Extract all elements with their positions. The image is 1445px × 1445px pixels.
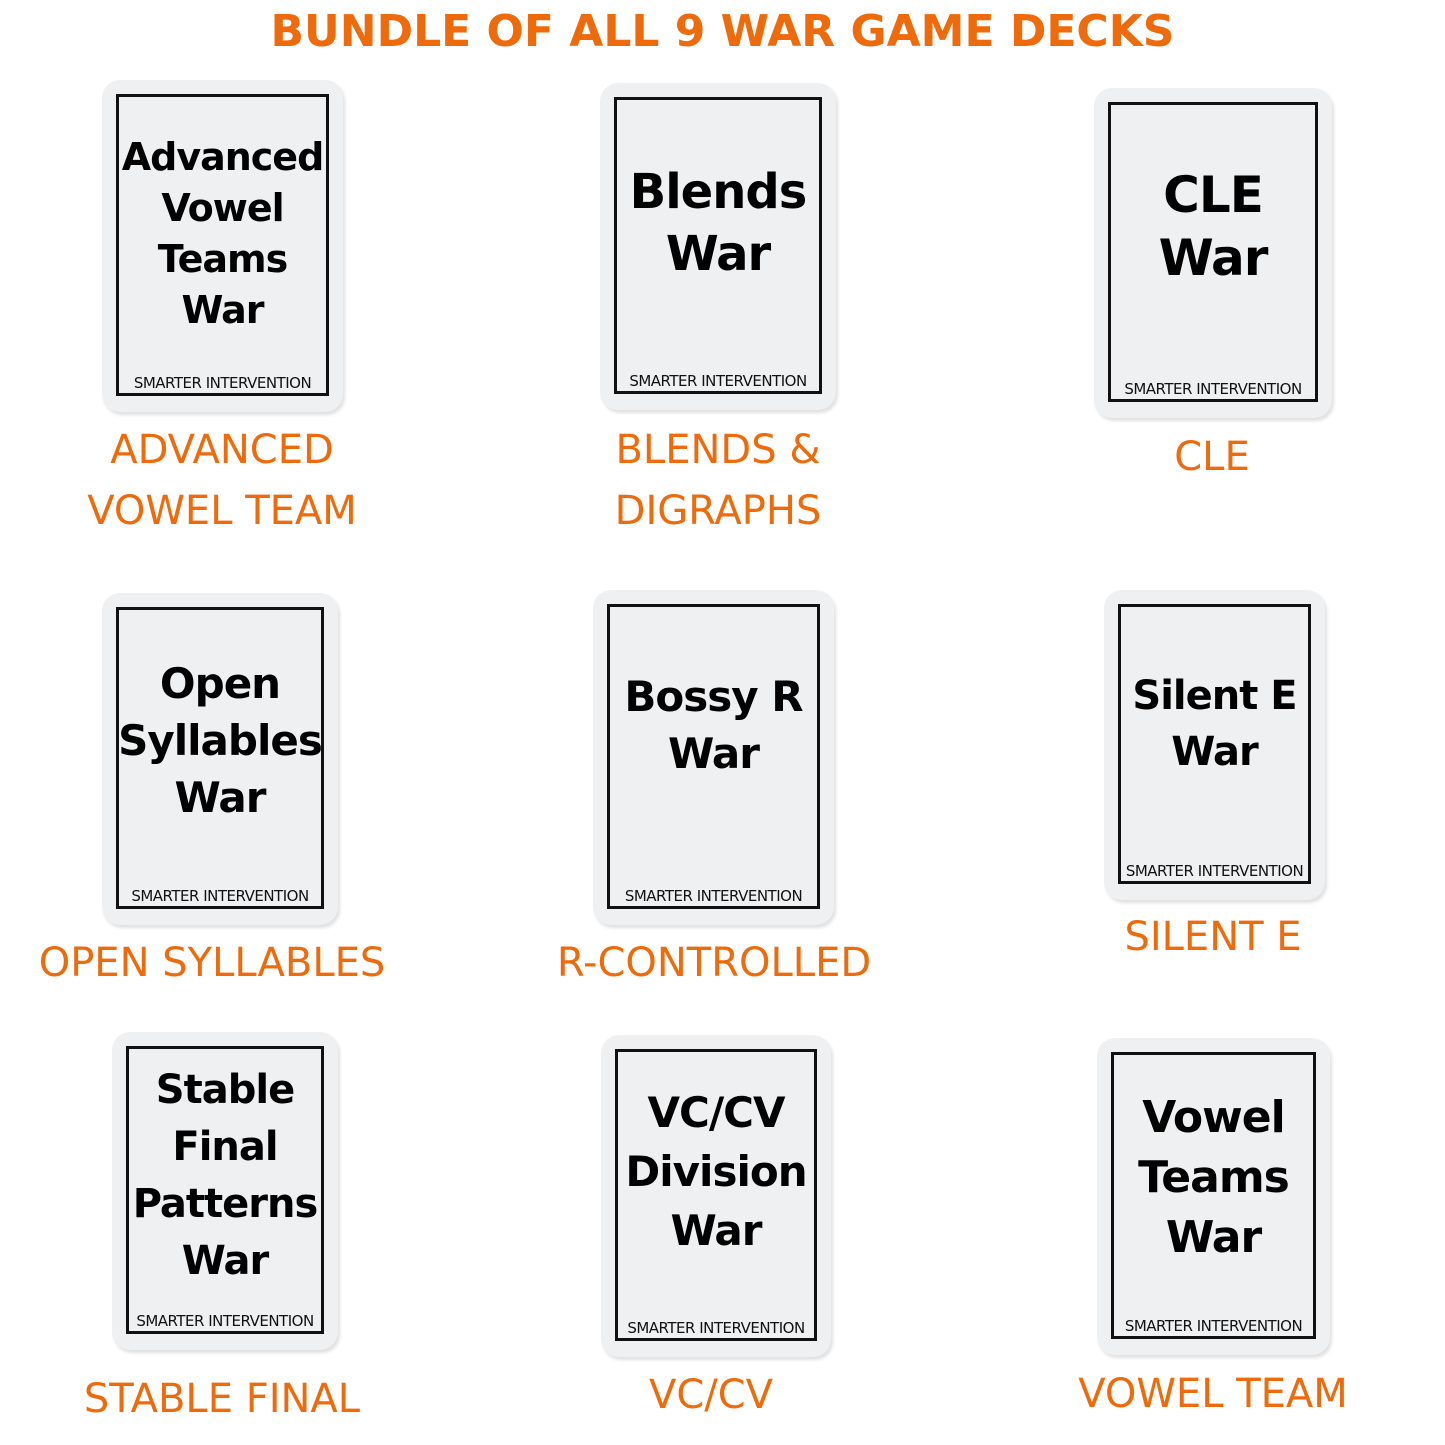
- card-title-line: War: [670, 1206, 763, 1255]
- card-title-line: VC/CV: [647, 1088, 786, 1137]
- deck-label-line: R-CONTROLLED: [556, 940, 872, 986]
- card-title-line: Bossy R: [624, 672, 803, 721]
- card-title: Bossy R War: [593, 668, 834, 782]
- card-title-line: Stable: [155, 1067, 295, 1113]
- card-border: [1111, 1052, 1316, 1339]
- card-brand: SMARTER INTERVENTION: [1125, 862, 1304, 880]
- card-border: [116, 94, 329, 396]
- card-title-line: Advanced: [121, 135, 325, 179]
- card-title-line: War: [181, 288, 265, 332]
- deck-label-line: BLENDS &: [615, 427, 821, 473]
- deck-label-line: SILENT E: [1124, 914, 1302, 960]
- card-brand: SMARTER INTERVENTION: [1124, 1317, 1303, 1335]
- card-title-line: Syllables: [118, 716, 323, 765]
- deck-label: ADVANCED VOWEL TEAM: [0, 420, 452, 542]
- card-brand: SMARTER INTERVENTION: [131, 887, 309, 905]
- card-title-line: Vowel: [161, 186, 284, 230]
- card-title-line: Teams: [1138, 1152, 1290, 1203]
- deck-label-line: OPEN SYLLABLES: [38, 940, 386, 986]
- deck-label-line: STABLE FINAL: [83, 1376, 361, 1422]
- deck-label-line: ADVANCED: [110, 427, 334, 473]
- card-border: [1118, 604, 1311, 884]
- card-title-line: Teams: [157, 237, 289, 281]
- card-border: [1108, 102, 1318, 402]
- deck-label-line: VOWEL TEAM: [87, 488, 357, 534]
- deck-label: STABLE FINAL: [0, 1369, 452, 1430]
- card-border: [116, 607, 324, 909]
- deck-label: CLE: [982, 427, 1442, 488]
- deck-label: BLENDS & DIGRAPHS: [488, 420, 948, 542]
- card-title-line: War: [1165, 1212, 1262, 1263]
- deck-label-line: VOWEL TEAM: [1078, 1371, 1348, 1417]
- card-title-line: War: [174, 773, 267, 822]
- card-title-line: War: [1158, 229, 1269, 287]
- card-title-line: War: [181, 1238, 269, 1284]
- card-title-line: CLE: [1163, 166, 1264, 224]
- card-brand: SMARTER INTERVENTION: [627, 1319, 805, 1337]
- card-brand: SMARTER INTERVENTION: [136, 1312, 314, 1330]
- card-brand: SMARTER INTERVENTION: [629, 372, 807, 390]
- card-brand: SMARTER INTERVENTION: [133, 374, 312, 392]
- card-border: [126, 1046, 324, 1334]
- deck-label-line: CLE: [1174, 434, 1250, 480]
- card-title: Silent E War: [1104, 668, 1325, 780]
- card-title-line: Patterns: [132, 1181, 319, 1227]
- card-title-line: Vowel: [1142, 1092, 1285, 1143]
- card-title-line: Silent E: [1132, 673, 1297, 719]
- card-title-line: Final: [172, 1124, 278, 1170]
- card-title-line: War: [665, 226, 771, 282]
- card-title-line: Division: [625, 1147, 807, 1196]
- deck-label-line: VC/CV: [648, 1372, 774, 1418]
- card-brand: SMARTER INTERVENTION: [624, 887, 803, 905]
- deck-label: R-CONTROLLED: [484, 933, 944, 994]
- deck-label-line: DIGRAPHS: [614, 488, 822, 534]
- card-brand: SMARTER INTERVENTION: [1124, 380, 1302, 398]
- deck-label: OPEN SYLLABLES: [0, 933, 442, 994]
- card-title-line: War: [1171, 729, 1258, 775]
- card-border: [607, 604, 820, 909]
- deck-label: SILENT E: [983, 907, 1443, 968]
- card-title-line: Blends: [629, 164, 808, 220]
- page-heading: BUNDLE OF ALL 9 WAR GAME DECKS: [270, 6, 1175, 57]
- card-title-line: Open: [159, 659, 281, 708]
- deck-label: VC/CV: [481, 1365, 941, 1426]
- card-border: [614, 97, 822, 394]
- deck-label: VOWEL TEAM: [983, 1364, 1443, 1425]
- card-title-line: War: [668, 729, 760, 778]
- card-border: [615, 1049, 817, 1341]
